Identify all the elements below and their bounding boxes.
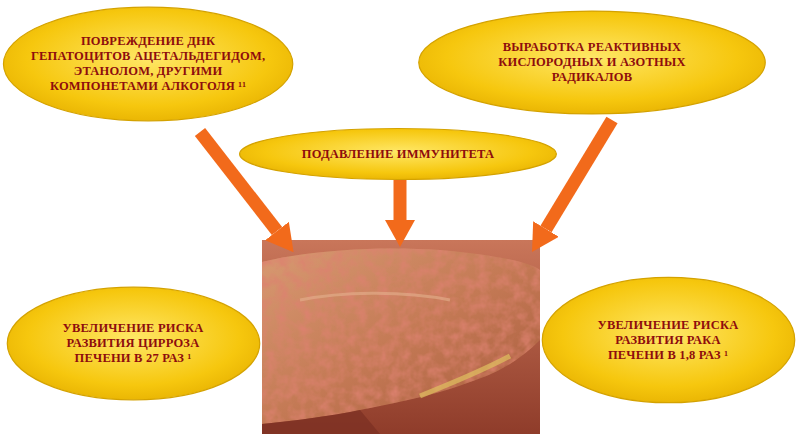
node-text: ВЫРАБОТКА РЕАКТИВНЫХ КИСЛОРОДНЫХ И АЗОТН… [482,40,702,85]
ellipse-outline [542,277,794,402]
ellipse-outline [3,7,292,121]
ellipse-node: ПОДАВЛЕНИЕ ИММУНИТЕТА [238,128,558,180]
ellipse-outline [7,287,259,400]
arrows [200,120,612,231]
ellipse-node: ВЫРАБОТКА РЕАКТИВНЫХ КИСЛОРОДНЫХ И АЗОТН… [417,10,767,115]
ellipse-node: ПОВРЕЖДЕНИЕ ДНК ГЕПАТОЦИТОВ АЦЕТАЛЬДЕГИД… [2,6,294,122]
ellipse-node: УВЕЛИЧЕНИЕ РИСКА РАЗВИТИЯ ЦИРРОЗА ПЕЧЕНИ… [6,286,261,401]
node-text: УВЕЛИЧЕНИЕ РИСКА РАЗВИТИЯ РАКА ПЕЧЕНИ В … [593,318,743,363]
node-text: ПОВРЕЖДЕНИЕ ДНК ГЕПАТОЦИТОВ АЦЕТАЛЬДЕГИД… [31,34,266,94]
node-text: ПОДАВЛЕНИЕ ИММУНИТЕТА [302,147,494,162]
ellipse-node: УВЕЛИЧЕНИЕ РИСКА РАЗВИТИЯ РАКА ПЕЧЕНИ В … [541,276,796,404]
ellipse-outline [419,11,766,114]
node-text: УВЕЛИЧЕНИЕ РИСКА РАЗВИТИЯ ЦИРРОЗА ПЕЧЕНИ… [48,321,218,366]
ellipse-outline [240,129,557,180]
